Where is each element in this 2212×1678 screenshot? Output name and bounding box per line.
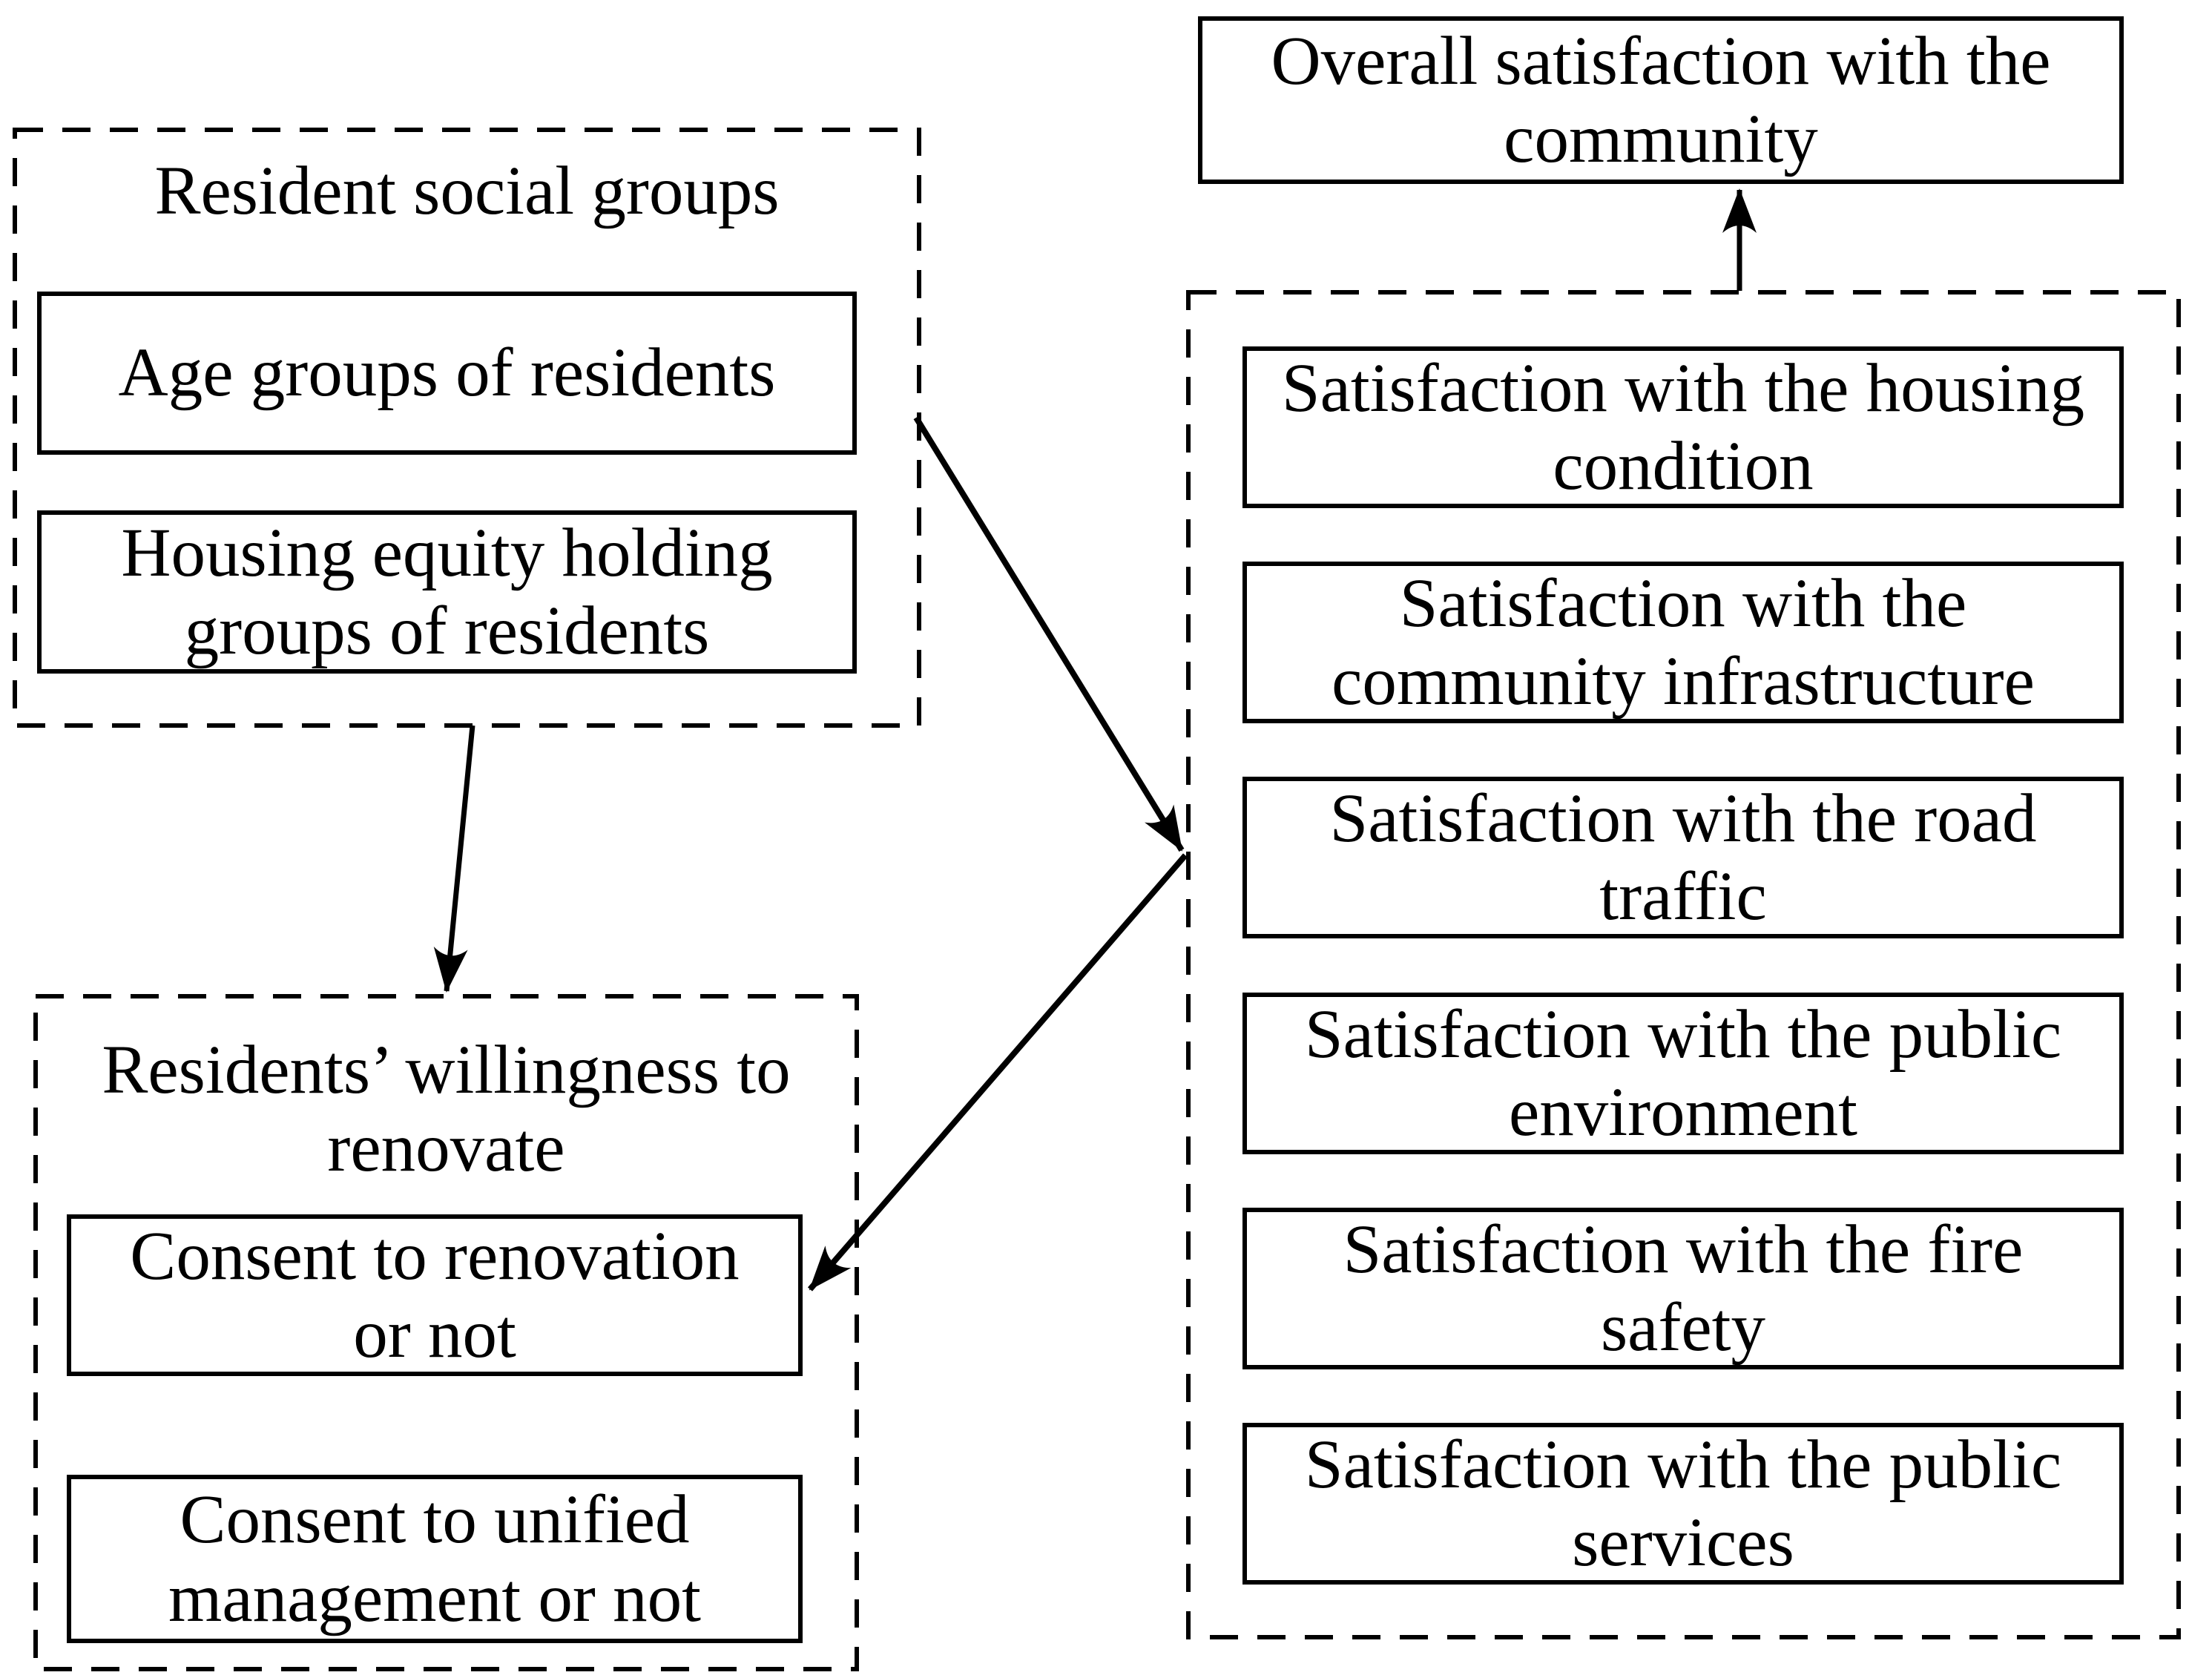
satisfaction-fire-safety-box: Satisfaction with the fire safety [1242, 1208, 2124, 1369]
satisfaction-services-box: Satisfaction with the public services [1242, 1423, 2124, 1585]
satisfaction-housing-box: Satisfaction with the housing condition [1242, 346, 2124, 508]
age-groups-box: Age groups of residents [37, 292, 857, 455]
arrow-social-groups-to-willingness [433, 725, 475, 993]
arrow-satisfaction-to-willingness [807, 853, 1188, 1292]
consent-renovation-box: Consent to renovation or not [67, 1214, 803, 1376]
housing-equity-box: Housing equity holding groups of residen… [37, 510, 857, 674]
consent-management-box: Consent to unified management or not [67, 1475, 803, 1643]
satisfaction-infrastructure-box: Satisfaction with the community infrastr… [1242, 562, 2124, 723]
satisfaction-environment-box: Satisfaction with the public environment [1242, 993, 2124, 1154]
overall-satisfaction-box: Overall satisfaction with the community [1198, 16, 2124, 184]
willingness-title: Residents’ willingness to renovate [102, 1032, 791, 1187]
satisfaction-road-traffic-box: Satisfaction with the road traffic [1242, 777, 2124, 938]
arrow-social-groups-to-satisfaction [913, 415, 1185, 852]
resident-social-groups-title: Resident social groups [154, 153, 780, 229]
